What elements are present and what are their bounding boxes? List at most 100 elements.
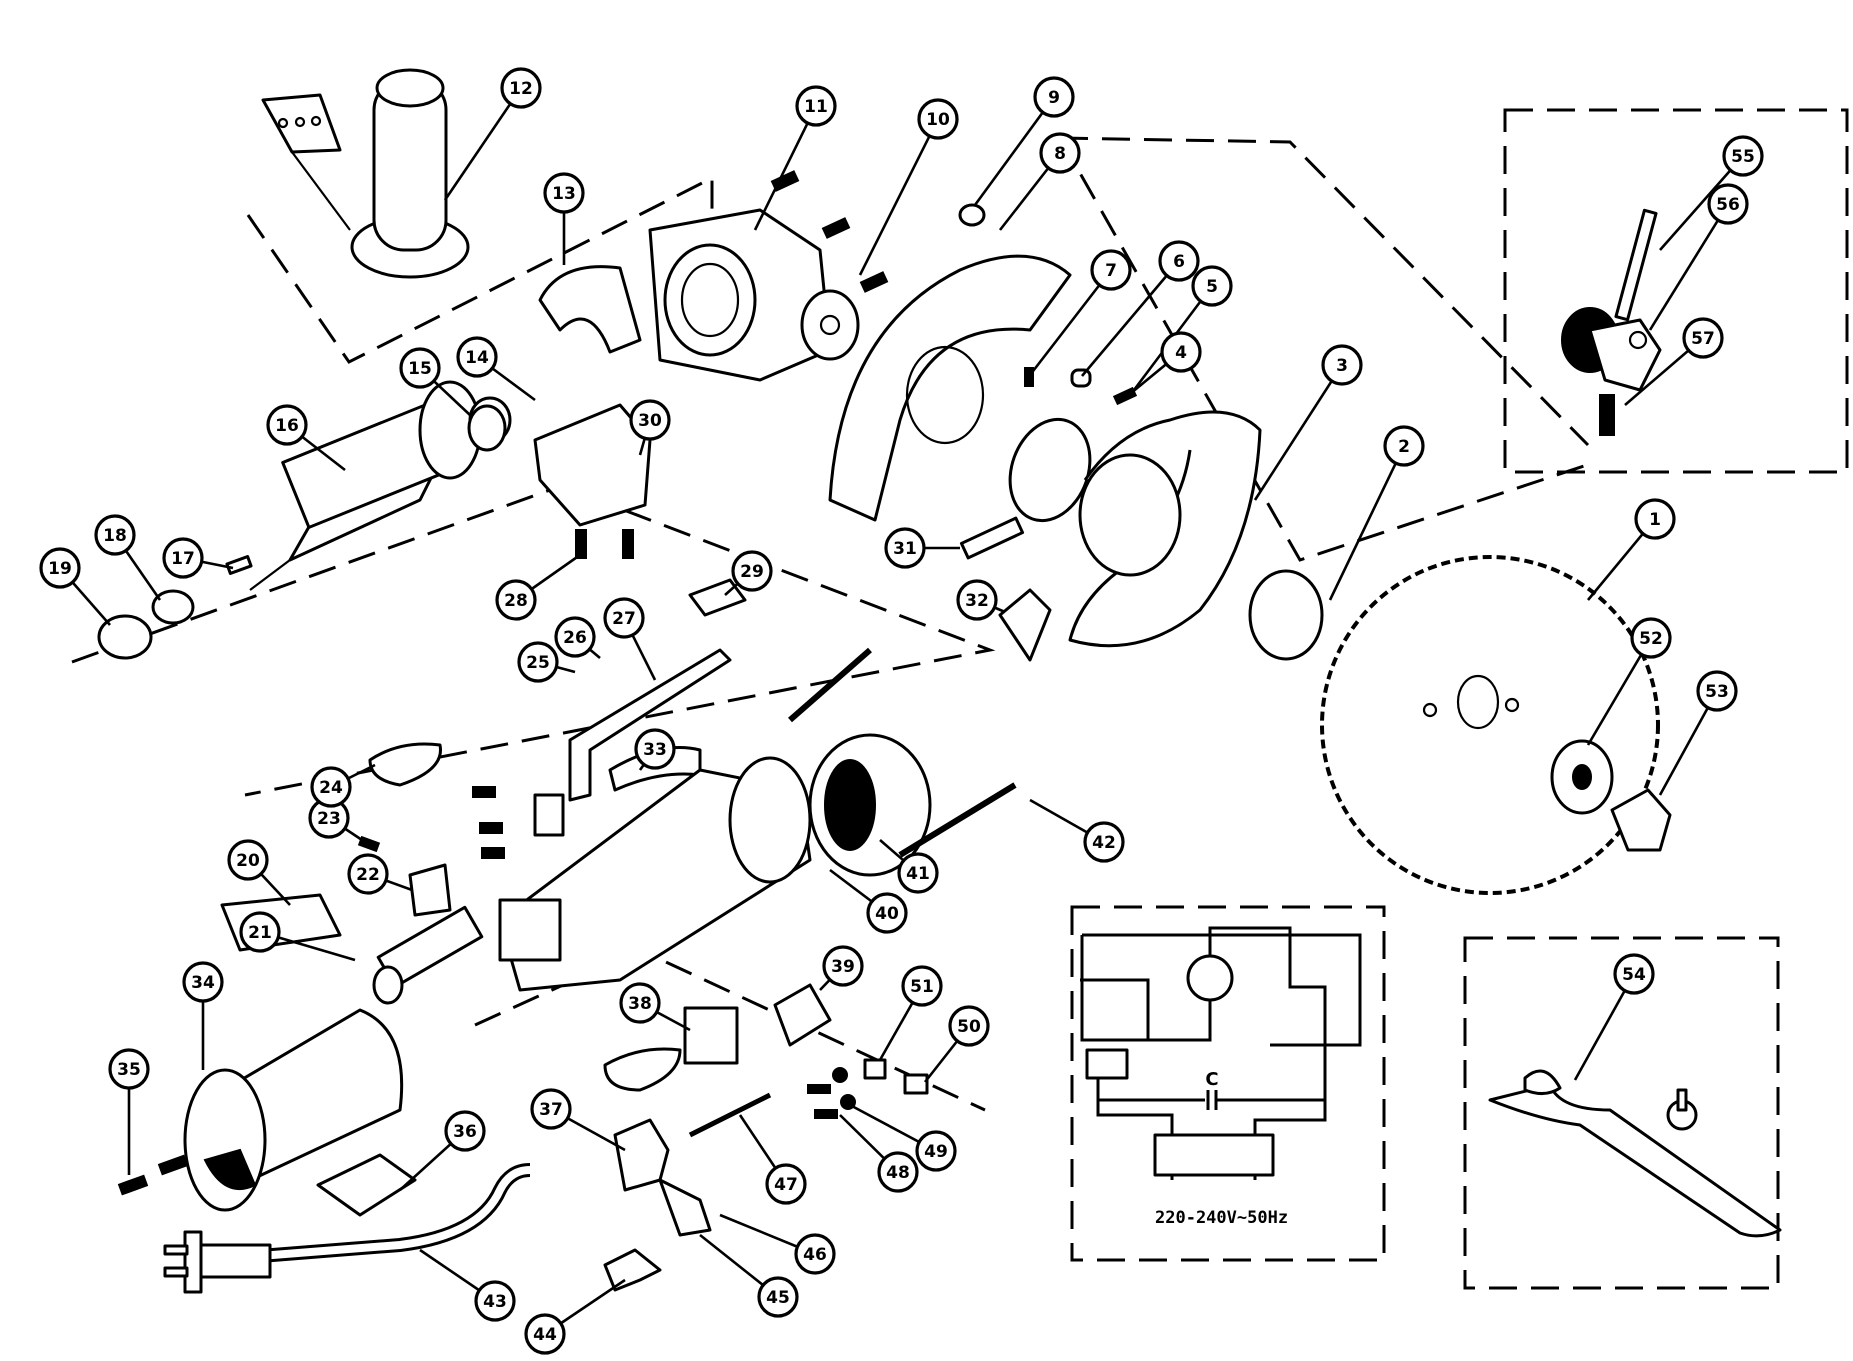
- screw-drawing: [788, 647, 872, 723]
- callout-circle: [948, 1005, 990, 1047]
- callout-circle: [108, 1048, 150, 1090]
- screw-drawing: [575, 529, 587, 559]
- leader-line-55: [1659, 155, 1744, 251]
- motor-housing-drawing: [498, 756, 812, 992]
- callout-number: 27: [612, 609, 636, 629]
- nameplate-drawing: [316, 1153, 417, 1217]
- callout-number: 40: [875, 904, 899, 924]
- spring-clip-drawing: [603, 1047, 682, 1092]
- callout-number: 7: [1105, 261, 1117, 281]
- wiring-inset-box: [1070, 905, 1386, 1262]
- callout-number: 8: [1054, 144, 1066, 164]
- callout-part-16: 16: [266, 404, 308, 446]
- callout-circle: [474, 1280, 516, 1322]
- bearing-drawing: [97, 614, 153, 660]
- callout-part-20: 20: [227, 839, 269, 881]
- callout-circle: [1039, 132, 1081, 174]
- screw-drawing: [821, 217, 851, 239]
- leader-line-6: [1081, 260, 1180, 377]
- callout-circle: [1696, 670, 1738, 712]
- callout-part-8: 8: [1039, 132, 1081, 174]
- callout-number: 49: [924, 1142, 948, 1162]
- connector-drawing: [863, 1058, 887, 1080]
- callout-circle: [517, 641, 559, 683]
- callout-circle: [399, 347, 441, 389]
- callout-circle: [530, 1088, 572, 1130]
- leader-line-56: [1648, 203, 1730, 331]
- callout-part-24: 24: [310, 766, 352, 808]
- depth-bracket-drawing: [568, 648, 732, 802]
- callout-number: 12: [509, 79, 533, 99]
- callout-part-41: 41: [897, 852, 939, 894]
- callout-part-50: 50: [948, 1005, 990, 1047]
- callout-part-31: 31: [884, 527, 926, 569]
- callout-part-55: 55: [1722, 135, 1764, 177]
- callout-part-56: 56: [1707, 183, 1749, 225]
- guard-inner-ring: [1078, 453, 1182, 577]
- callout-part-45: 45: [757, 1276, 799, 1318]
- callout-part-28: 28: [495, 579, 537, 621]
- leader-line-52: [1586, 637, 1653, 746]
- callout-part-26: 26: [554, 616, 596, 658]
- screw-drawing: [898, 782, 1017, 858]
- screw-drawing: [770, 170, 800, 192]
- callout-circle: [1083, 821, 1125, 863]
- callout-part-12: 12: [500, 67, 542, 109]
- callout-part-44: 44: [524, 1313, 566, 1355]
- guard-hole: [905, 345, 985, 445]
- callout-number: 14: [465, 348, 489, 368]
- spring-drawing: [959, 516, 1025, 560]
- screw-drawing: [814, 1109, 838, 1119]
- callout-number: 31: [893, 539, 917, 559]
- callout-number: 20: [236, 851, 260, 871]
- callout-number: 51: [910, 977, 934, 997]
- callout-number: 24: [319, 778, 343, 798]
- field-coil-drawing: [808, 733, 932, 877]
- callout-part-53: 53: [1696, 670, 1738, 712]
- callout-number: 41: [906, 864, 930, 884]
- callout-number: 26: [563, 628, 587, 648]
- callout-number: 9: [1048, 88, 1060, 108]
- callout-part-29: 29: [731, 550, 773, 592]
- callout-part-51: 51: [901, 965, 943, 1007]
- callout-circle: [239, 911, 281, 953]
- callout-circle: [619, 982, 661, 1024]
- callout-circle: [1707, 183, 1749, 225]
- callout-number: 2: [1398, 437, 1410, 457]
- callout-number: 42: [1092, 833, 1116, 853]
- leader-line-10: [858, 118, 940, 276]
- leader-line-7: [1028, 269, 1113, 376]
- switch-drawing: [613, 1118, 670, 1192]
- callout-circle: [765, 1163, 807, 1205]
- callout-number: 36: [453, 1122, 477, 1142]
- callout-part-22: 22: [347, 853, 389, 895]
- blade-bolt-drawing: [1610, 788, 1672, 852]
- screw-drawing: [157, 1154, 189, 1176]
- wire-lead-drawing: [688, 1092, 772, 1138]
- callout-number: 43: [483, 1292, 507, 1312]
- motor-symbol: [1186, 954, 1234, 1002]
- guard-lever-drawing: [998, 588, 1052, 662]
- callout-circle: [634, 728, 676, 770]
- callout-part-38: 38: [619, 982, 661, 1024]
- brush-cap-drawing: [533, 793, 565, 837]
- callout-part-5: 5: [1191, 265, 1233, 307]
- callout-number: 32: [965, 591, 989, 611]
- bearing-cover-drawing: [538, 265, 642, 354]
- callout-circle: [603, 597, 645, 639]
- callout-part-14: 14: [456, 336, 498, 378]
- callout-number: 29: [740, 562, 764, 582]
- callout-number: 53: [1705, 682, 1729, 702]
- callout-circle: [794, 1233, 836, 1275]
- callout-circle: [1682, 317, 1724, 359]
- callout-number: 11: [804, 97, 828, 117]
- callout-number: 30: [638, 411, 662, 431]
- bearing-drawing: [467, 404, 507, 452]
- callout-circle: [1033, 76, 1075, 118]
- callout-circle: [1634, 498, 1676, 540]
- callout-circle: [162, 537, 204, 579]
- callout-part-40: 40: [866, 892, 908, 934]
- callout-part-46: 46: [794, 1233, 836, 1275]
- retaining-ring-drawing: [1008, 417, 1092, 523]
